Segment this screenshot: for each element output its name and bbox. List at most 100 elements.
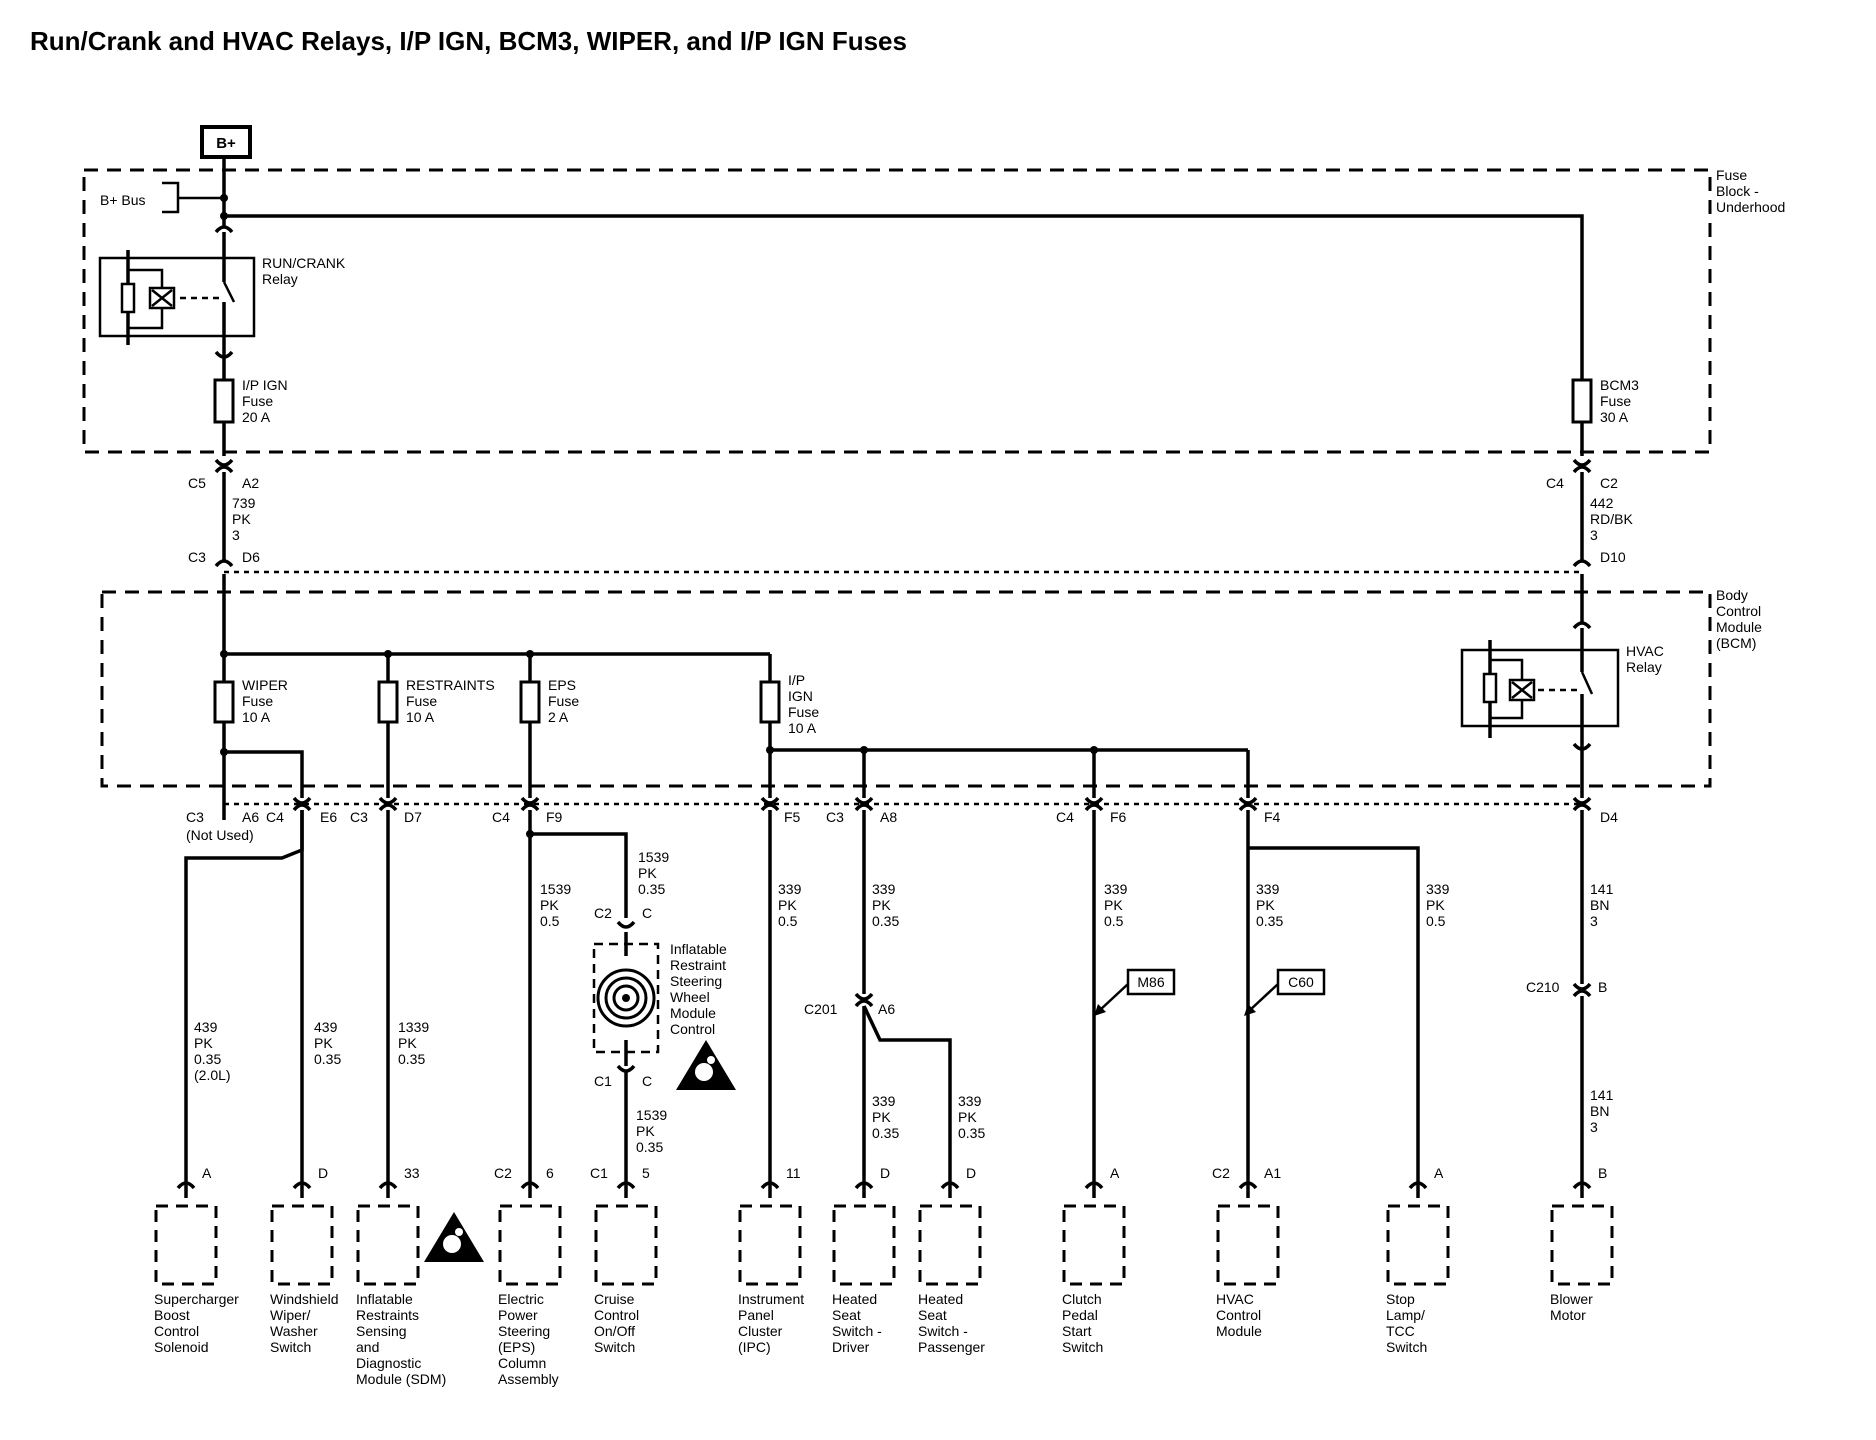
conn-a2: A2 — [242, 475, 259, 491]
component-pin: D — [880, 1165, 890, 1181]
component-terminal — [1084, 1180, 1104, 1198]
component-pin: 33 — [404, 1165, 420, 1181]
clockspring-c2-terminal — [616, 920, 636, 929]
relay-coil-x — [151, 289, 173, 307]
component-box — [1550, 1204, 1614, 1286]
connector-c201 — [854, 992, 874, 1008]
component-terminal — [616, 1180, 636, 1198]
component-box — [270, 1204, 334, 1286]
component-terminal — [292, 1180, 312, 1198]
eps-fuse — [519, 680, 541, 724]
component-terminal — [520, 1180, 540, 1198]
ref-arrow — [1249, 983, 1279, 1011]
relay-input-terminal — [214, 225, 234, 234]
hvac-relay-switch — [1580, 671, 1594, 695]
component-pin: B — [1598, 1165, 1607, 1181]
wire-339-stop — [1248, 846, 1420, 1180]
component-box — [832, 1204, 896, 1286]
splice-node — [766, 746, 774, 754]
ref-m86-box[interactable] — [1126, 968, 1176, 996]
wiper-branch — [224, 750, 304, 798]
conn-d4: D4 — [1600, 809, 1618, 825]
conn-b-210: B — [1598, 979, 1607, 995]
conn-c3-a6: C3 — [186, 809, 204, 825]
component-terminal — [940, 1180, 960, 1198]
component-pin: A — [1434, 1165, 1444, 1181]
connector-c3-d6 — [214, 559, 234, 568]
conn-a8: A8 — [880, 809, 897, 825]
conn-d10: D10 — [1600, 549, 1626, 565]
ip-ign-fuse-10a — [759, 680, 781, 724]
component-box — [594, 1204, 658, 1286]
conn-c1-sw: C1 — [594, 1073, 612, 1089]
component-box — [918, 1204, 982, 1286]
component-connector: C2 — [494, 1165, 512, 1181]
conn-c2-top: C2 — [1600, 475, 1618, 491]
conn-c3-d7: C3 — [350, 809, 368, 825]
component-box — [738, 1204, 802, 1286]
conn-c201: C201 — [804, 1001, 838, 1017]
conn-c3-a8: C3 — [826, 809, 844, 825]
airbag-warning-icon — [424, 1212, 484, 1262]
splice-node — [526, 830, 534, 838]
component-pin: D — [318, 1165, 328, 1181]
ref-c60-box[interactable] — [1276, 968, 1326, 996]
component-pin: 5 — [642, 1165, 650, 1181]
connector-c5 — [214, 458, 234, 474]
conn-c3-top: C3 — [188, 549, 206, 565]
conn-c-sw: C — [642, 905, 652, 921]
battery-source-box — [200, 125, 252, 159]
clockspring-icon — [596, 968, 656, 1028]
conn-c4-f9: C4 — [492, 809, 510, 825]
b-bus-bracket — [162, 181, 224, 214]
splice-node — [220, 650, 228, 658]
wire-439-a — [184, 810, 304, 1180]
component-pin: 6 — [546, 1165, 554, 1181]
ref-arrow — [1099, 983, 1129, 1011]
conn-a6-201: A6 — [878, 1001, 895, 1017]
conn-f5: F5 — [784, 809, 801, 825]
ref-c60[interactable]: C60 — [1288, 974, 1314, 990]
component-box — [154, 1204, 218, 1286]
hvac-relay-input — [1572, 621, 1592, 630]
relay-resistor — [120, 282, 136, 314]
ref-m86[interactable]: M86 — [1137, 974, 1164, 990]
component-terminal — [760, 1180, 780, 1198]
component-box — [498, 1204, 562, 1286]
ref-arrow-head — [1094, 1004, 1106, 1016]
diagram-title: Run/Crank and HVAC Relays, I/P IGN, BCM3… — [30, 26, 907, 56]
